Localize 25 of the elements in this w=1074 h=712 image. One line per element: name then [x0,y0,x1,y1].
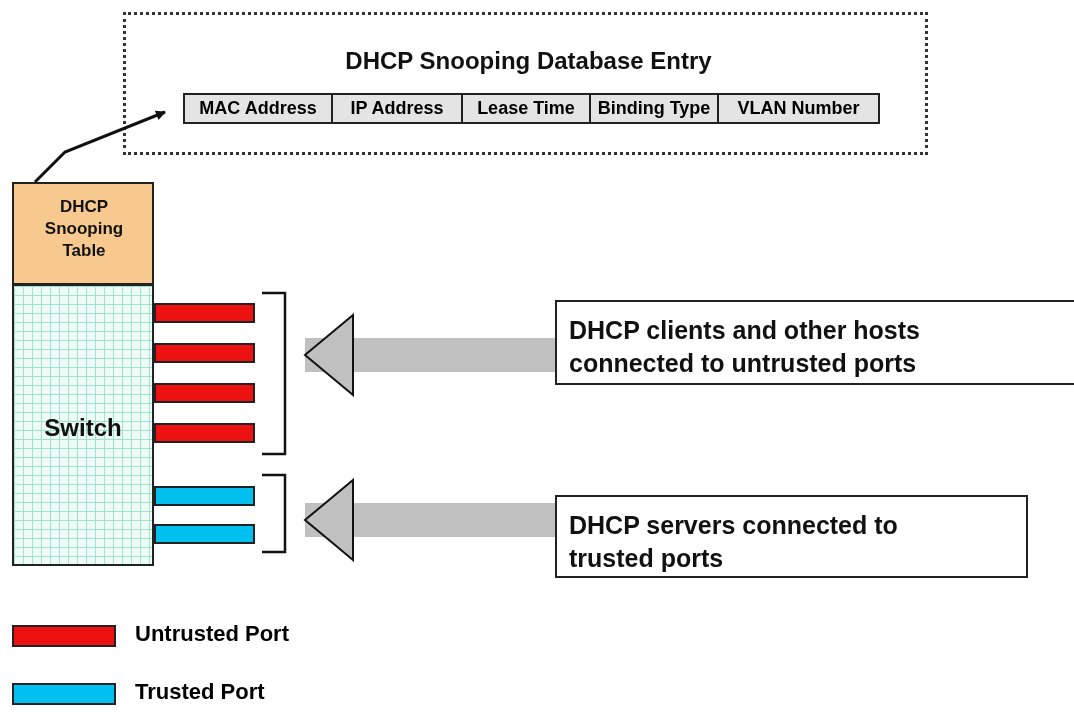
callout-box [555,300,1074,385]
arrow [33,110,166,184]
table-cell: Lease Time [461,93,591,124]
switch-label: Switch [43,413,123,443]
callout-text: DHCP clients and other hosts connected to untrusted ports [569,315,921,379]
callout-text: DHCP servers connected to trusted ports [569,510,899,574]
frame-title: DHCP Snooping Database Entry [344,46,713,76]
block-arrow [304,479,555,561]
block-arrow [304,314,555,396]
table-cell: VLAN Number [717,93,880,124]
port-bar [154,303,255,323]
legend-text: Untrusted Port [135,621,289,647]
port-bar [154,343,255,363]
port-bar [154,486,255,506]
table-label: DHCP Snooping Table [43,196,125,263]
table-cell: Binding Type [589,93,719,124]
port-bar [154,423,255,443]
port-bar [154,383,255,403]
port-bar [154,524,255,544]
callout-box [555,495,1028,578]
switch-box [12,284,154,566]
table-cell: MAC Address [183,93,333,124]
table-box [12,182,154,285]
legend-text: Trusted Port [135,679,265,705]
table-cell: IP Address [331,93,463,124]
